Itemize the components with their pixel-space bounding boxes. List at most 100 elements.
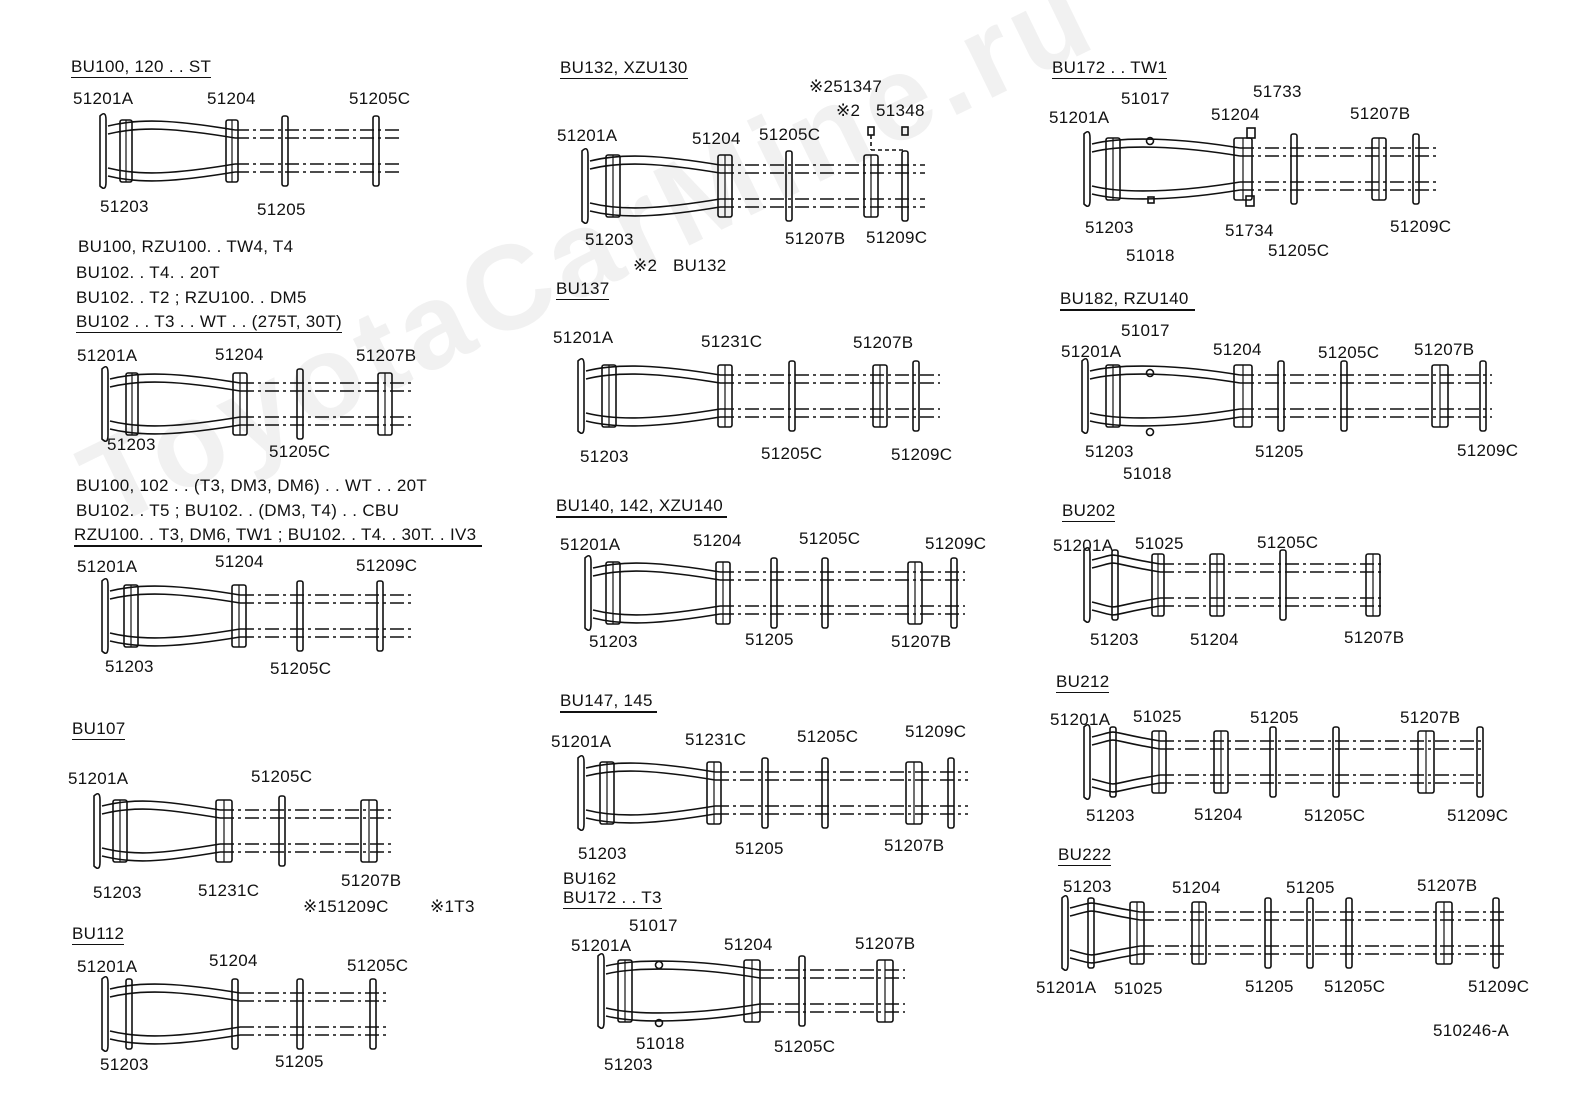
bumper [93, 792, 101, 870]
group-caption: BU162 [563, 869, 617, 888]
bumper [584, 554, 592, 632]
part-label: 51205 [735, 839, 784, 858]
rail-bottom-front [109, 1034, 241, 1045]
part-label: 51025 [1135, 534, 1184, 553]
rail-top-front-inner [1089, 373, 1241, 384]
rail-top-front [107, 120, 236, 131]
crossmember [1306, 897, 1314, 969]
part-label: 51201A [77, 346, 138, 365]
crossmember [1111, 549, 1119, 621]
group-caption: BU140, 142, XZU140 [556, 497, 727, 518]
part-label: ※251347 [809, 77, 883, 96]
frame-g15 [1061, 894, 1505, 972]
part-label: 51205 [1255, 442, 1304, 461]
part-label: 51205C [761, 444, 823, 463]
part-label: 51201A [1049, 108, 1110, 127]
part-label: 51209C [1457, 441, 1519, 460]
crossmember [372, 115, 380, 187]
crossmember [1264, 897, 1272, 969]
part-label: 51733 [1253, 82, 1302, 101]
grommet [654, 1018, 664, 1028]
part-label: 51204 [1213, 340, 1262, 359]
part-label: 51203 [578, 844, 627, 863]
part-label: 51205 [275, 1052, 324, 1071]
part-label: 51203 [100, 1055, 149, 1074]
group-caption: BU102. . T4. . 20T [76, 263, 220, 282]
grommet [654, 960, 664, 970]
crossmember [369, 978, 377, 1050]
crossmember [901, 150, 909, 222]
part-label: ※151209C [303, 897, 389, 916]
rail-bottom-front [109, 636, 241, 647]
part-label: 51204 [692, 129, 741, 148]
rail-top-front-inner [101, 808, 221, 819]
part-label: 51734 [1225, 221, 1274, 240]
part-label: 51201A [1050, 710, 1111, 729]
rail-top-front-inner [109, 381, 241, 392]
part-label: 51205C [1324, 977, 1386, 996]
bumper [577, 754, 585, 832]
crossmember [947, 757, 955, 829]
part-label: 51348 [876, 101, 925, 120]
crossmember [1279, 549, 1287, 621]
part-label: 51204 [1211, 105, 1260, 124]
part-label: 51205C [759, 125, 821, 144]
part-label: 51205C [251, 767, 313, 786]
frame-g12 [1081, 357, 1492, 435]
part-label: 51203 [1063, 877, 1112, 896]
rail-bottom-front-inner [1091, 597, 1161, 608]
rail-bottom-front [107, 171, 236, 182]
crossmember [1492, 897, 1500, 969]
part-label: 51205 [745, 630, 794, 649]
part-label: 51018 [636, 1034, 685, 1053]
rail-top-front [1091, 731, 1161, 742]
part-label: 51204 [209, 951, 258, 970]
part-label: 51201A [560, 535, 621, 554]
group-caption: RZU100. . T3, DM6, TW1 ; BU102. . T4. . … [74, 526, 483, 547]
group-caption: BU102. . T2 ; RZU100. . DM5 [76, 288, 307, 307]
part-label: ※2 [836, 101, 861, 120]
rail-top-front [589, 155, 721, 166]
bumper [99, 112, 107, 190]
part-label: 51025 [1114, 979, 1163, 998]
crossmember [770, 557, 778, 629]
rail-bottom-front-inner [109, 416, 241, 427]
part-label: 51018 [1126, 246, 1175, 265]
part-label: 51203 [100, 197, 149, 216]
rail-bottom-front [585, 813, 716, 824]
part-label: 51018 [1123, 464, 1172, 483]
bumper [581, 147, 589, 225]
part-label: 51209C [866, 228, 928, 247]
part-label: 51203 [1090, 630, 1139, 649]
crossmember [1340, 360, 1348, 432]
part-label: 51209C [925, 534, 987, 553]
rail-top-front [1089, 365, 1241, 376]
part-label: ※1T3 [430, 897, 475, 916]
crossmember [1290, 133, 1298, 205]
part-label: 51207B [1344, 628, 1405, 647]
group-caption: BU172 . . TW1 [1052, 58, 1168, 79]
crossmember [296, 580, 304, 652]
part-label: 51201A [1061, 342, 1122, 361]
crossmember [788, 360, 796, 432]
crossmember [376, 580, 384, 652]
rail-bottom-front [605, 1011, 761, 1022]
part-label: 51204 [1194, 805, 1243, 824]
crossmember [296, 978, 304, 1050]
rail-bottom-front-inner [585, 408, 721, 419]
part-label: 51201A [68, 769, 129, 788]
rail-top-front-inner [107, 128, 236, 139]
rail-bottom-front-inner [1089, 408, 1241, 419]
part-label: 51203 [105, 657, 154, 676]
part-label: 51203 [107, 435, 156, 454]
part-label: 51203 [1085, 442, 1134, 461]
crossmember [785, 150, 793, 222]
rail-bottom-front-inner [1091, 774, 1161, 785]
part-label: 51017 [629, 916, 678, 935]
bumper [577, 357, 585, 435]
rail-bottom-front-inner [585, 805, 716, 816]
rail-bottom-front [1089, 416, 1241, 427]
crossmember [1476, 726, 1484, 798]
